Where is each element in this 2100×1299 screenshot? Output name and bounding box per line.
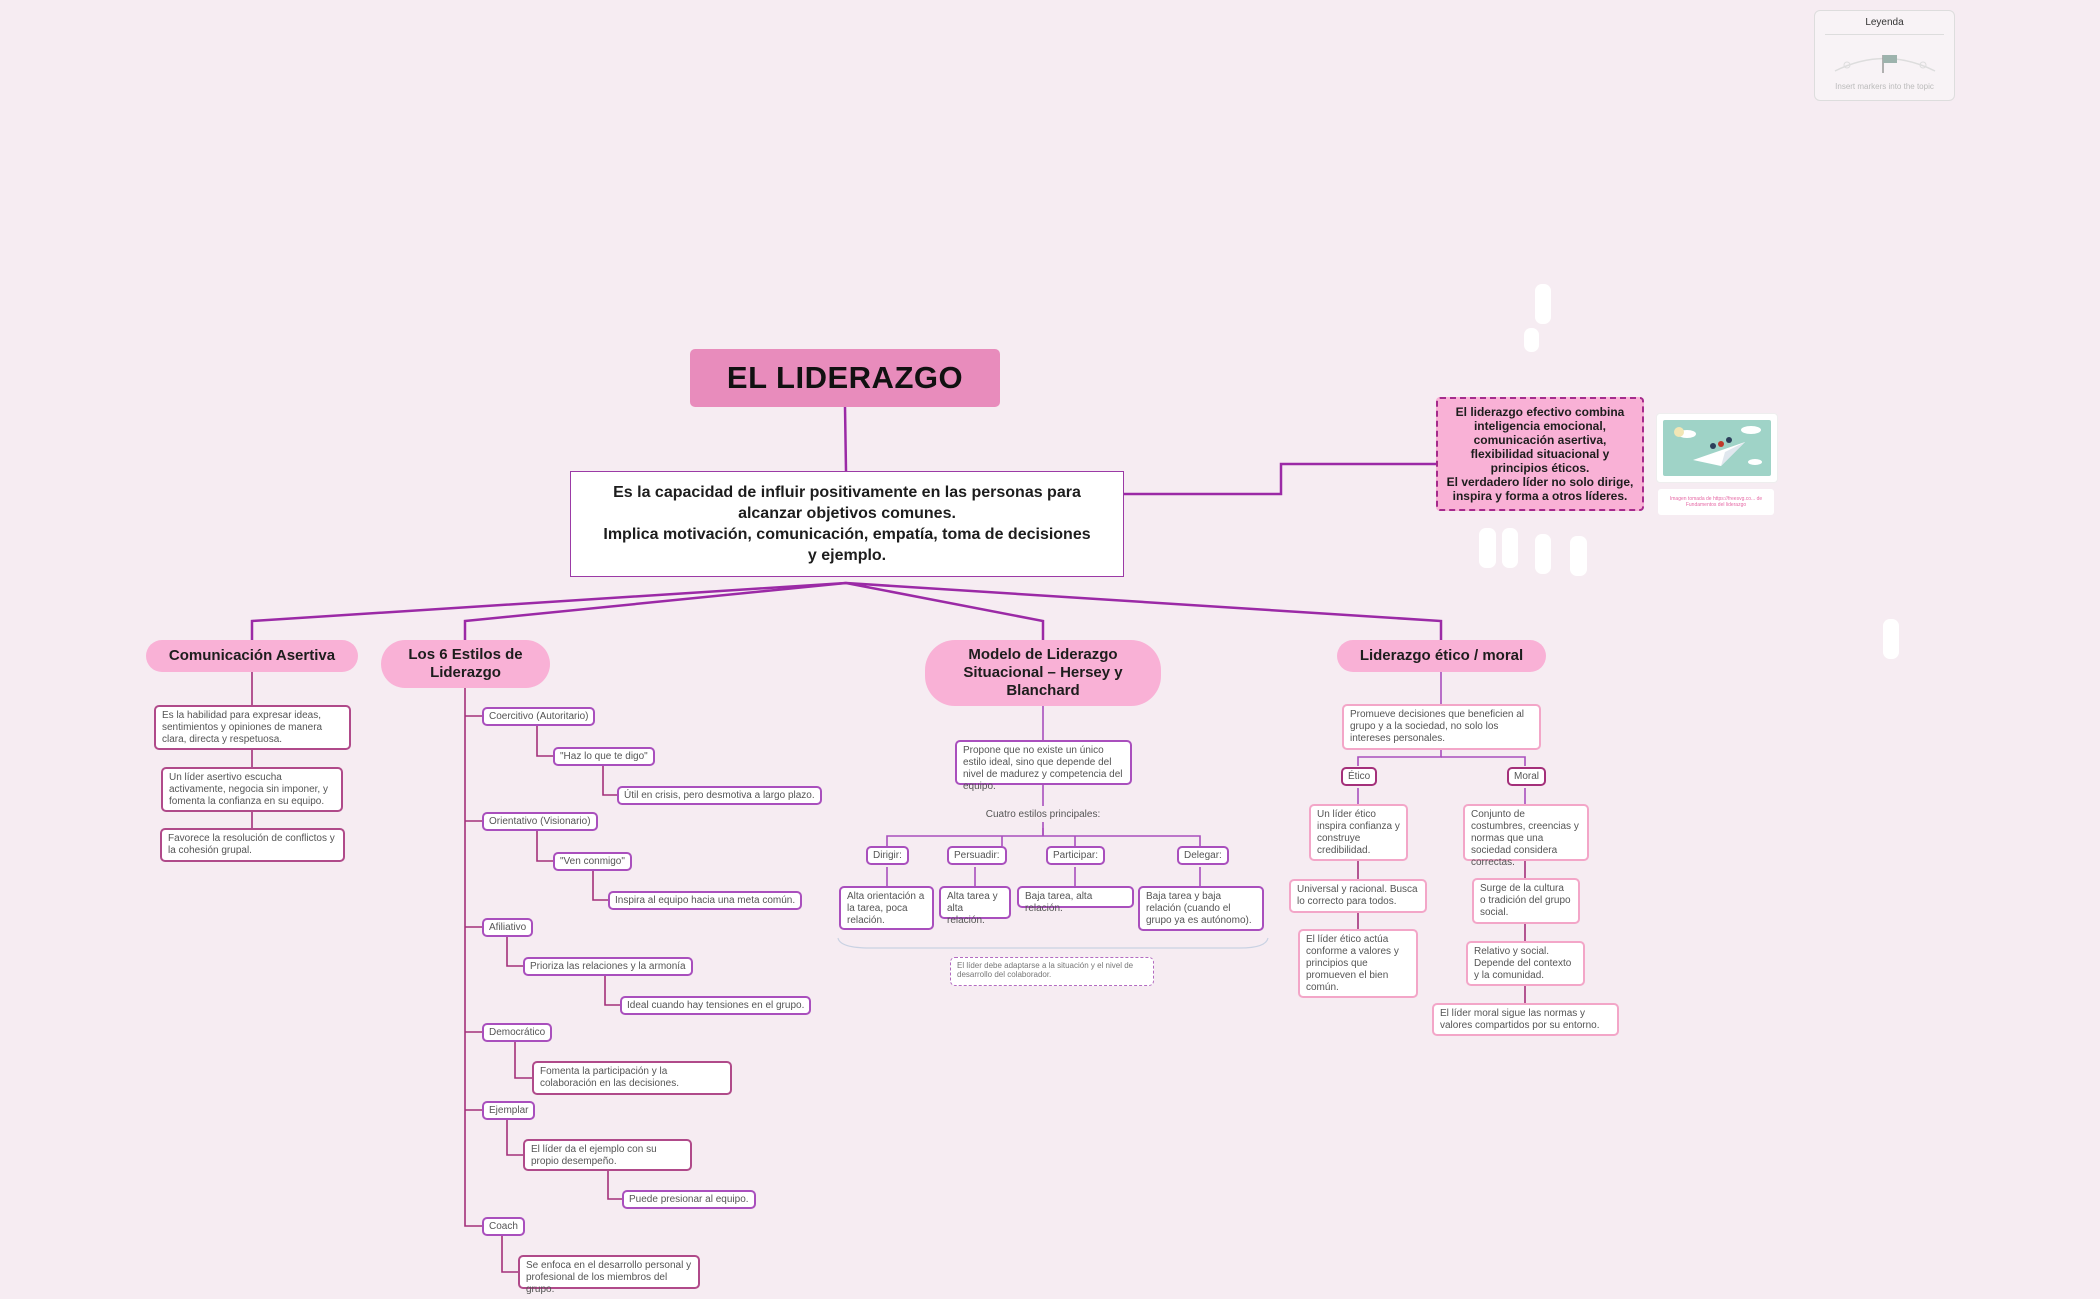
modelo-nota[interactable]: El líder debe adaptarse a la situación y… bbox=[950, 957, 1154, 986]
legend-title: Leyenda bbox=[1865, 17, 1904, 28]
moral-label[interactable]: Moral bbox=[1507, 767, 1547, 786]
modelo-subtitulo: Cuatro estilos principales: bbox=[985, 809, 1101, 820]
root-topic[interactable]: EL LIDERAZGO bbox=[690, 349, 1000, 407]
floating-placeholder bbox=[1524, 328, 1539, 352]
paper-plane-illustration bbox=[1663, 420, 1771, 476]
estilo-afiliativo-nota[interactable]: Ideal cuando hay tensiones en el grupo. bbox=[620, 996, 812, 1015]
illustration-card[interactable] bbox=[1656, 413, 1778, 483]
modelo-estilo-dirigir[interactable]: Dirigir: bbox=[866, 846, 909, 865]
etico-intro[interactable]: Promueve decisiones que beneficien al gr… bbox=[1342, 704, 1541, 750]
comunicacion-item-3[interactable]: Favorece la resolución de conflictos y l… bbox=[160, 828, 345, 862]
comunicacion-item-2[interactable]: Un líder asertivo escucha activamente, n… bbox=[161, 767, 343, 812]
etico-item-2[interactable]: Universal y racional. Busca lo correcto … bbox=[1289, 879, 1427, 913]
estilo-ejemplar[interactable]: Ejemplar bbox=[482, 1101, 536, 1120]
floating-placeholder bbox=[1479, 528, 1496, 568]
modelo-desc-participar[interactable]: Baja tarea, alta relación. bbox=[1017, 886, 1134, 914]
definition-topic[interactable]: Es la capacidad de influir positivamente… bbox=[570, 471, 1124, 577]
estilo-coach-nota[interactable]: Se enfoca en el desarrollo personal y pr… bbox=[518, 1255, 700, 1295]
modelo-desc-delegar[interactable]: Baja tarea y baja relación (cuando el gr… bbox=[1138, 886, 1264, 931]
floating-placeholder bbox=[1883, 619, 1899, 659]
estilo-afiliativo-frase[interactable]: Prioriza las relaciones y la armonía bbox=[523, 957, 693, 976]
illustration-caption: Imagen tomada de https://freesvg.co... d… bbox=[1658, 489, 1774, 515]
etico-item-3[interactable]: El líder ético actúa conforme a valores … bbox=[1298, 929, 1418, 998]
modelo-estilo-participar[interactable]: Participar: bbox=[1046, 846, 1106, 865]
estilo-coercitivo-frase[interactable]: "Haz lo que te digo" bbox=[553, 747, 655, 766]
estilo-orientativo-nota[interactable]: Inspira al equipo hacia una meta común. bbox=[608, 891, 803, 910]
moral-item-3[interactable]: Relativo y social. Depende del contexto … bbox=[1466, 941, 1585, 986]
floating-placeholder bbox=[1502, 528, 1518, 568]
estilo-coercitivo[interactable]: Coercitivo (Autoritario) bbox=[482, 707, 596, 726]
legend-hint: Insert markers into the topic bbox=[1835, 82, 1934, 91]
flag-icon bbox=[1834, 55, 1936, 73]
moral-item-4[interactable]: El líder moral sigue las normas y valore… bbox=[1432, 1003, 1619, 1036]
modelo-estilo-persuadir[interactable]: Persuadir: bbox=[947, 846, 1007, 865]
branch-liderazgo-etico[interactable]: Liderazgo ético / moral bbox=[1337, 640, 1546, 672]
estilo-orientativo-frase[interactable]: "Ven conmigo" bbox=[553, 852, 632, 871]
estilo-coercitivo-nota[interactable]: Útil en crisis, pero desmotiva a largo p… bbox=[617, 786, 822, 805]
branch-seis-estilos[interactable]: Los 6 Estilos de Liderazgo bbox=[381, 640, 550, 688]
modelo-estilo-delegar[interactable]: Delegar: bbox=[1177, 846, 1229, 865]
legend-panel[interactable]: Leyenda Insert markers into the topic bbox=[1814, 10, 1955, 101]
summary-callout[interactable]: El liderazgo efectivo combina inteligenc… bbox=[1436, 397, 1644, 511]
floating-placeholder bbox=[1535, 534, 1551, 574]
estilo-orientativo[interactable]: Orientativo (Visionario) bbox=[482, 812, 598, 831]
estilo-afiliativo[interactable]: Afiliativo bbox=[482, 918, 534, 937]
estilo-coach[interactable]: Coach bbox=[482, 1217, 525, 1236]
etico-label[interactable]: Ético bbox=[1341, 767, 1378, 786]
estilo-ejemplar-frase[interactable]: El líder da el ejemplo con su propio des… bbox=[523, 1139, 692, 1171]
modelo-desc-dirigir[interactable]: Alta orientación a la tarea, poca relaci… bbox=[839, 886, 934, 930]
modelo-desc-persuadir[interactable]: Alta tarea y alta relación. bbox=[939, 886, 1011, 926]
moral-item-2[interactable]: Surge de la cultura o tradición del grup… bbox=[1472, 878, 1580, 924]
estilo-democratico-nota[interactable]: Fomenta la participación y la colaboraci… bbox=[532, 1061, 732, 1095]
etico-item-1[interactable]: Un líder ético inspira confianza y const… bbox=[1309, 804, 1408, 861]
estilo-ejemplar-nota[interactable]: Puede presionar al equipo. bbox=[622, 1190, 756, 1209]
modelo-intro[interactable]: Propone que no existe un único estilo id… bbox=[955, 740, 1132, 792]
floating-placeholder bbox=[1570, 536, 1587, 576]
comunicacion-item-1[interactable]: Es la habilidad para expresar ideas, sen… bbox=[154, 705, 351, 750]
estilo-democratico[interactable]: Democrático bbox=[482, 1023, 553, 1042]
floating-placeholder bbox=[1535, 284, 1551, 324]
legend-divider bbox=[1825, 34, 1944, 35]
moral-item-1[interactable]: Conjunto de costumbres, creencias y norm… bbox=[1463, 804, 1589, 868]
branch-modelo-situacional[interactable]: Modelo de Liderazgo Situacional – Hersey… bbox=[925, 640, 1161, 706]
branch-comunicacion-asertiva[interactable]: Comunicación Asertiva bbox=[146, 640, 358, 672]
